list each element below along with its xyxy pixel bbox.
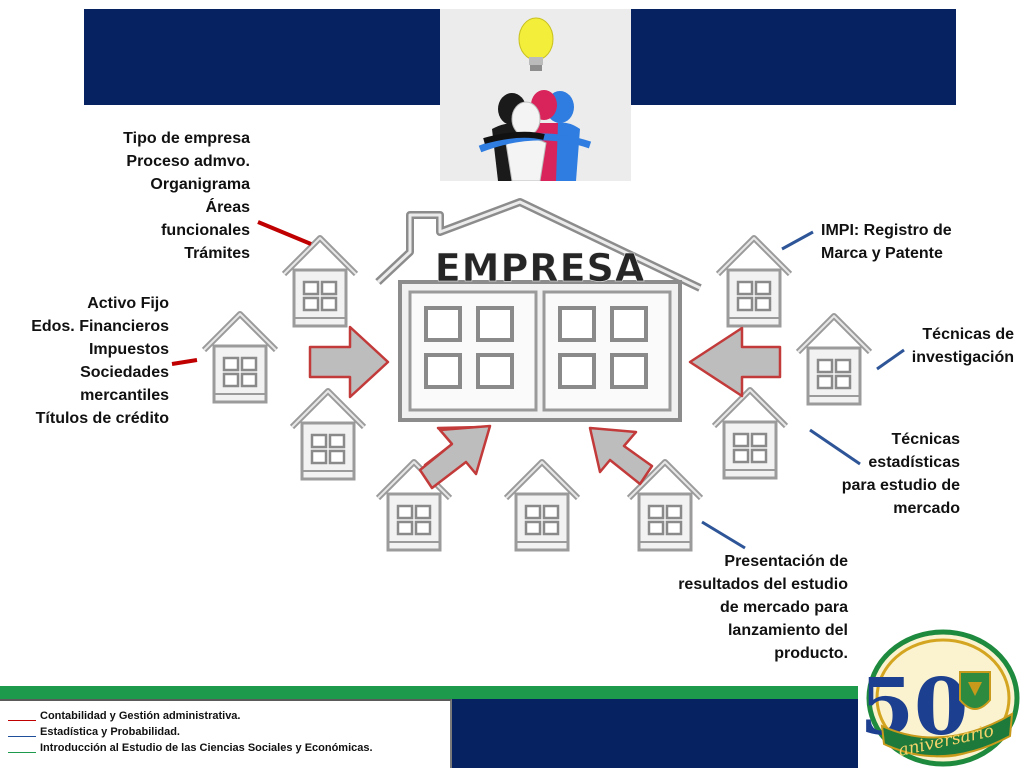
legend-line-blue — [8, 736, 36, 737]
connector-lower-right — [809, 428, 861, 466]
connector-middle-left — [171, 358, 198, 366]
center-title: EMPRESA — [435, 246, 646, 290]
label-lower-right: Técnicas estadísticas para estudio de me… — [841, 431, 960, 517]
arrow-bottom-left — [418, 424, 492, 490]
legend-text: Contabilidad y Gestión administrativa. — [40, 710, 241, 722]
label-top-left: Tipo de empresa Proceso admvo. Organigra… — [123, 130, 250, 262]
legend-item: Introducción al Estudio de las Ciencias … — [8, 740, 373, 756]
arrow-right — [688, 326, 782, 398]
central-building: EMPRESA — [375, 198, 702, 422]
legend-item: Estadística y Probabilidad. — [8, 724, 373, 740]
footer-green-stripe — [0, 686, 858, 699]
connector-top-right — [781, 230, 814, 251]
label-top-right: IMPI: Registro de Marca y Patente — [821, 222, 952, 262]
legend-panel — [0, 699, 452, 768]
label-middle-right: Técnicas de investigación — [911, 326, 1014, 366]
house-small-5 — [506, 462, 578, 550]
house-small-7 — [718, 238, 790, 326]
arrow-left — [308, 325, 390, 399]
team-lightbulb-image — [440, 9, 631, 181]
emblem-ribbon — [880, 712, 1014, 758]
connector-middle-right — [876, 348, 905, 371]
house-small-1 — [284, 238, 356, 326]
connector-bottom — [701, 520, 746, 550]
house-small-9 — [714, 390, 786, 478]
legend: Contabilidad y Gestión administrativa. E… — [8, 708, 373, 756]
anniversary-emblem: 50 aniversario — [862, 629, 1020, 767]
arrow-bottom-right — [588, 426, 654, 486]
house-small-2 — [204, 314, 276, 402]
legend-text: Estadística y Probabilidad. — [40, 726, 180, 738]
connector-top-left — [257, 220, 312, 246]
legend-text: Introducción al Estudio de las Ciencias … — [40, 742, 373, 754]
legend-line-green — [8, 752, 36, 753]
footer-navy-block — [452, 699, 858, 768]
legend-item: Contabilidad y Gestión administrativa. — [8, 708, 373, 724]
legend-line-red — [8, 720, 36, 721]
label-middle-left: Activo Fijo Edos. Financieros Impuestos … — [31, 295, 169, 427]
label-bottom: Presentación de resultados del estudio d… — [678, 553, 848, 662]
house-small-3 — [292, 391, 364, 479]
